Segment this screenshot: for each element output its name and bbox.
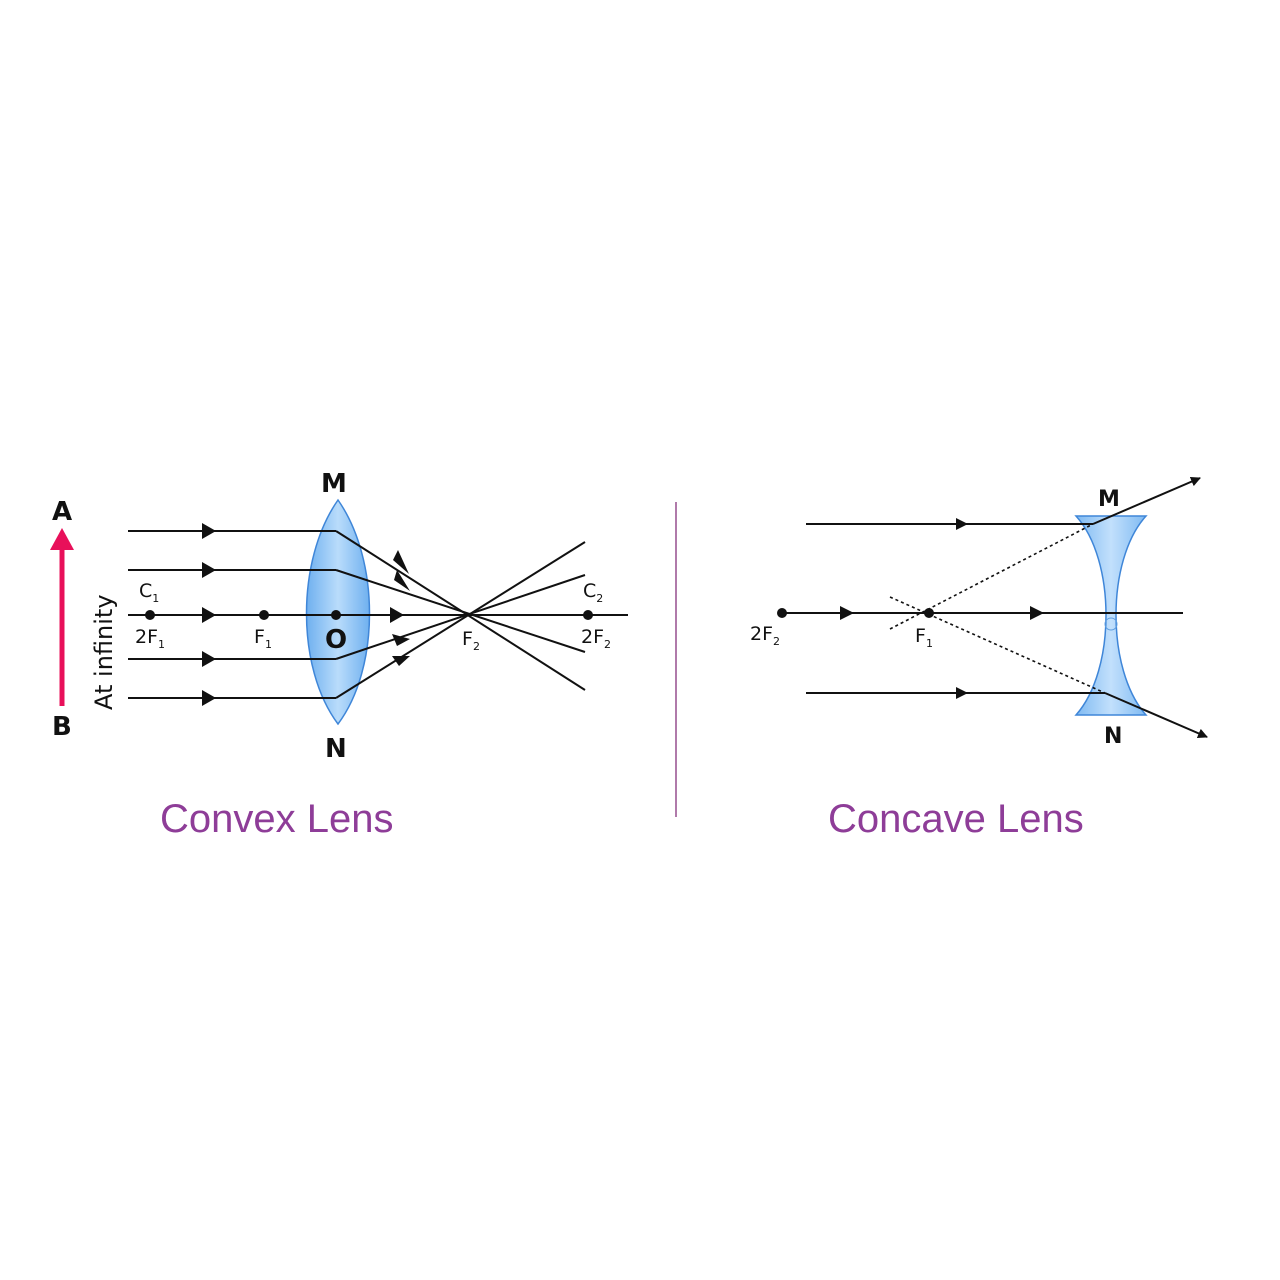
concave-diagram: M N 2F2 F1 Concave Lens: [750, 476, 1208, 841]
ray-arrowhead: [392, 634, 410, 646]
ray-arrowhead: [202, 607, 216, 623]
concave-diverging-bottom: [1104, 692, 1208, 739]
concave-label-2f2: 2F2: [750, 623, 780, 648]
object-arrow-head: [50, 528, 74, 550]
label-2f1: 2F1: [135, 626, 165, 651]
point-f1-dot: [924, 608, 934, 618]
convex-refracted-2: [335, 569, 586, 653]
concave-caption: Concave Lens: [828, 797, 1084, 841]
ray-arrowhead: [394, 570, 410, 591]
point-o-dot: [331, 610, 341, 620]
point-2f2-dot: [777, 608, 787, 618]
ray-arrowhead: [390, 607, 404, 623]
point-f1-dot: [259, 610, 269, 620]
label-f1: F1: [254, 626, 272, 651]
concave-lens-body: [1074, 515, 1148, 716]
label-f2: F2: [462, 628, 480, 653]
convex-caption: Convex Lens: [160, 797, 393, 841]
ray-arrowhead: [202, 651, 216, 667]
ray-arrowhead: [202, 562, 216, 578]
point-2f1-dot: [145, 610, 155, 620]
ray-arrowhead: [202, 690, 216, 706]
convex-bottom-label: N: [325, 734, 347, 764]
ray-arrowhead: [392, 656, 410, 666]
ray-arrowhead: [202, 523, 216, 539]
concave-label-f1: F1: [915, 625, 933, 650]
convex-refracted-4: [335, 574, 586, 660]
point-2f2-dot: [583, 610, 593, 620]
concave-optical-centre: [1104, 617, 1118, 631]
convex-top-label: M: [321, 469, 347, 499]
ray-arrowhead: [956, 687, 968, 699]
convex-center-label: O: [325, 625, 347, 655]
label-c1: C1: [139, 580, 159, 605]
ray-arrowhead: [956, 518, 968, 530]
concave-bottom-label: N: [1104, 724, 1122, 749]
convex-diagram: A B At infinity M: [50, 469, 628, 841]
concave-top-label: M: [1098, 487, 1120, 512]
object-note: At infinity: [90, 594, 118, 710]
object-bottom-label: B: [52, 712, 72, 742]
concave-diverging-top: [1092, 476, 1201, 525]
convex-refracted-5: [335, 541, 586, 699]
label-c2: C2: [583, 580, 603, 605]
ray-arrowhead: [393, 550, 409, 574]
ray-arrowhead: [1030, 606, 1044, 620]
ray-arrowhead: [840, 606, 854, 620]
label-2f2: 2F2: [581, 626, 611, 651]
object-top-label: A: [52, 497, 72, 527]
